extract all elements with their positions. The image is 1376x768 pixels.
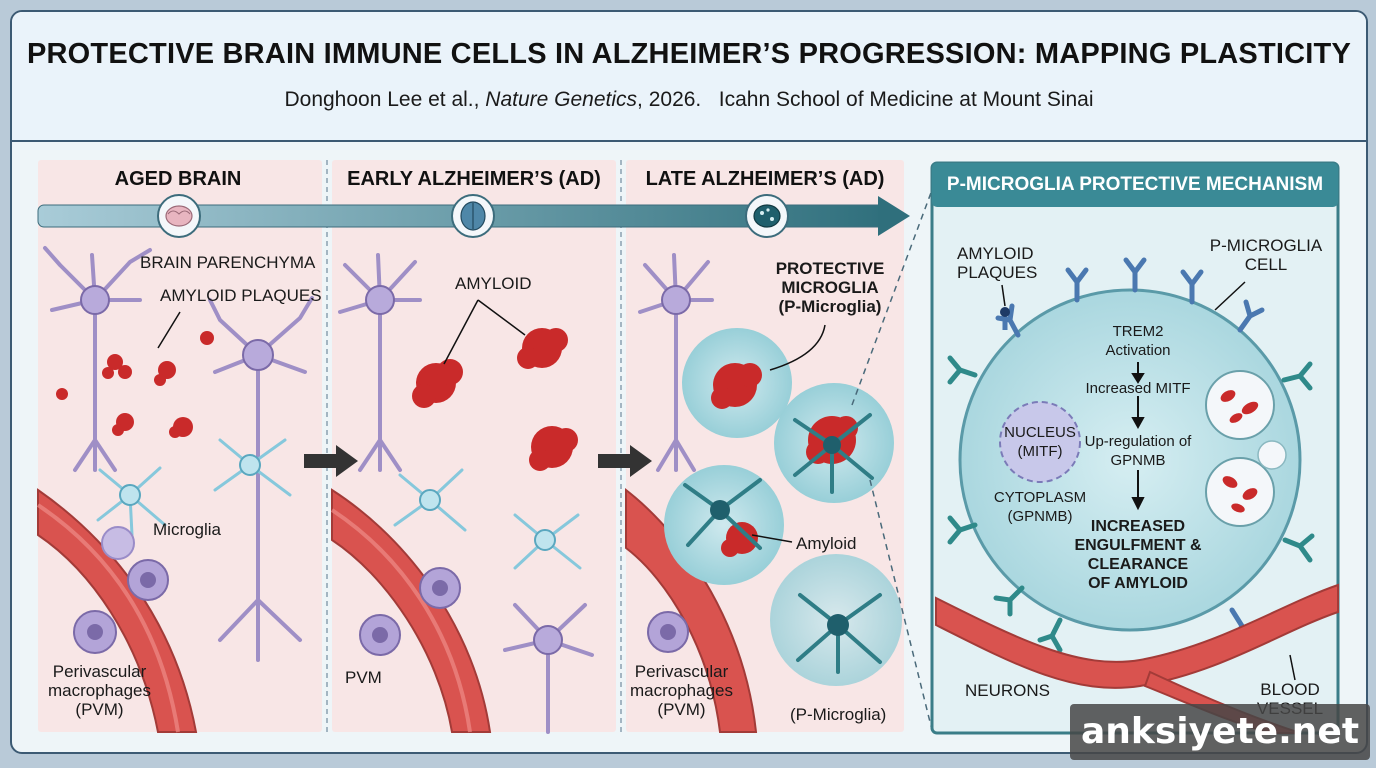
stage-label-early: EARLY ALZHEIMER’S (AD): [347, 168, 601, 190]
amyloid-plaque: [412, 328, 578, 471]
microglia: [119, 484, 141, 506]
label-nucleus: NUCLEUS (MITF): [1004, 424, 1076, 460]
amyloid-fragment: [1220, 390, 1259, 423]
neuron: [208, 296, 314, 662]
label-mech-cell: P-MICROGLIA CELL: [1209, 236, 1323, 274]
amyloid-plaques-pointer: [1001, 284, 1006, 307]
microglia: [96, 438, 292, 537]
p-microglia: [823, 436, 841, 454]
label-mech-amyloid-plaques: AMYLOID PLAQUES: [957, 244, 1038, 282]
amyloid-receptor-bound: [1000, 307, 1010, 330]
blood-vessel: [935, 583, 1339, 689]
label-result: INCREASED ENGULFMENT & CLEARANCE OF AMYL…: [1074, 518, 1202, 592]
vessel-highlight: [330, 508, 472, 733]
label-amyloid-2: AMYLOID: [455, 274, 532, 293]
label-step-gpnmb: Up-regulation of GPNMB: [1084, 433, 1192, 469]
vessel-highlight: [36, 503, 180, 733]
label-pvm-2: PVM: [345, 668, 382, 687]
neuron: [638, 253, 714, 472]
perivascular-macrophage: [73, 526, 169, 654]
neuron: [365, 285, 395, 315]
pathway-arrow: [1131, 362, 1145, 511]
label-neurons: NEURONS: [965, 681, 1051, 700]
mechanism-title: P-MICROGLIA PROTECTIVE MECHANISM: [946, 174, 1324, 195]
label-pvm-3: Perivascular macrophages (PVM): [630, 662, 734, 719]
cell-pointer: [1214, 281, 1246, 311]
brain-scan-icon: [451, 194, 495, 238]
label-protective-microglia: PROTECTIVE MICROGLIA (P-Microglia): [775, 259, 885, 316]
neuron: [242, 339, 274, 371]
protective-pointer: [769, 324, 826, 371]
label-microglia: Microglia: [153, 520, 222, 539]
neuron: [661, 285, 691, 315]
stage-label-late: LATE ALZHEIMER’S (AD): [645, 168, 885, 190]
microglia: [239, 454, 261, 476]
microglia: [534, 529, 556, 551]
amyloid-fragment: [1222, 476, 1258, 513]
nucleus: [999, 401, 1081, 483]
vessel-pointer: [1289, 654, 1296, 681]
neuron: [338, 253, 594, 734]
neuron: [43, 246, 152, 472]
zoom-line: [869, 479, 933, 731]
citation-institution: Icahn School of Medicine at Mount Sinai: [718, 88, 1094, 111]
mechanism-header: [932, 163, 1338, 207]
receptor: [947, 355, 1315, 653]
p-microglia: [710, 500, 730, 520]
label-step-trem2: TREM2 Activation: [1105, 323, 1171, 359]
phagosome: [1205, 457, 1275, 527]
p-microglia-cell: [958, 288, 1302, 632]
microglia: [393, 468, 582, 570]
perivascular-macrophage: [359, 567, 461, 656]
brain-icon: [157, 194, 201, 238]
label-step-mitf: Increased MITF: [1085, 380, 1191, 397]
perivascular-macrophage: [647, 611, 689, 653]
zoom-line: [851, 189, 933, 406]
header: PROTECTIVE BRAIN IMMUNE CELLS IN ALZHEIM…: [12, 12, 1366, 142]
citation-journal: Nature Genetics: [485, 88, 638, 111]
label-p-microglia: (P-Microglia): [790, 705, 887, 724]
amyloid-pointer: [443, 299, 526, 365]
p-microglia: [683, 413, 882, 674]
stage-label-aged: AGED BRAIN: [114, 168, 242, 190]
phagosome: [1205, 370, 1275, 440]
neuron: [80, 285, 110, 315]
citation: Donghoon Lee et al., Nature Genetics, 20…: [12, 88, 1366, 112]
citation-authors: Donghoon Lee et al.,: [284, 88, 486, 111]
transition-arrow: [304, 445, 358, 477]
plaques-pointer: [157, 311, 181, 349]
blood-vessel: [331, 488, 492, 733]
transition-arrow: [598, 445, 652, 477]
amyloid-plaque: [56, 331, 214, 438]
p-microglia: [827, 614, 849, 636]
label-amyloid-3: Amyloid: [796, 534, 857, 553]
brain-network-icon: [745, 194, 789, 238]
amyloid-pointer: [751, 534, 793, 543]
page-title: PROTECTIVE BRAIN IMMUNE CELLS IN ALZHEIM…: [26, 38, 1352, 70]
vesicle: [1257, 440, 1287, 470]
label-pvm-1: Perivascular macrophages (PVM): [48, 662, 152, 719]
p-microglia-bubble: [664, 465, 784, 585]
citation-year: , 2026.: [637, 88, 702, 111]
neuron: [533, 625, 563, 655]
label-brain-parenchyma: BRAIN PARENCHYMA: [140, 253, 316, 272]
watermark: anksiyete.net: [1070, 704, 1370, 760]
label-amyloid-plaques: AMYLOID PLAQUES: [160, 286, 322, 305]
microglia: [419, 489, 441, 511]
label-cytoplasm: CYTOPLASM (GPNMB): [993, 489, 1087, 525]
